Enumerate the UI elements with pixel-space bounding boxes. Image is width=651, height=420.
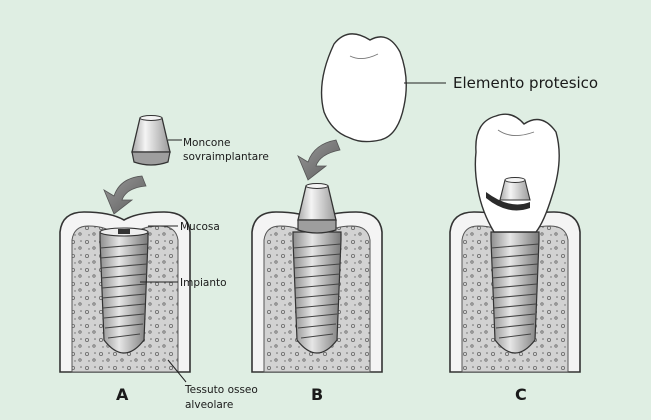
label-tessuto-line1: Tessuto osseo (184, 384, 258, 396)
panel-b-abutment (298, 184, 336, 234)
label-moncone-line1: Moncone (183, 137, 230, 149)
panel-b-crown (322, 34, 407, 142)
panel-a: A (60, 116, 190, 405)
label-mucosa: Mucosa (180, 221, 220, 233)
panel-a-abutment (132, 116, 170, 166)
label-elemento-protesico: Elemento protesico (453, 74, 598, 92)
panel-c-label: C (515, 385, 527, 404)
panel-b-label: B (311, 385, 323, 404)
panel-a-label: A (116, 385, 129, 404)
panel-a-arrow (104, 176, 146, 214)
label-tessuto-line2: alveolare (185, 399, 233, 411)
panel-b-arrow (298, 140, 340, 180)
panel-b: B (252, 34, 406, 404)
label-moncone-line2: sovraimplantare (183, 151, 269, 163)
panel-b-implant (293, 232, 341, 353)
label-impianto: Impianto (180, 277, 227, 289)
panel-c: C (450, 114, 580, 404)
panel-a-implant (100, 228, 148, 353)
panel-c-implant (491, 232, 539, 353)
